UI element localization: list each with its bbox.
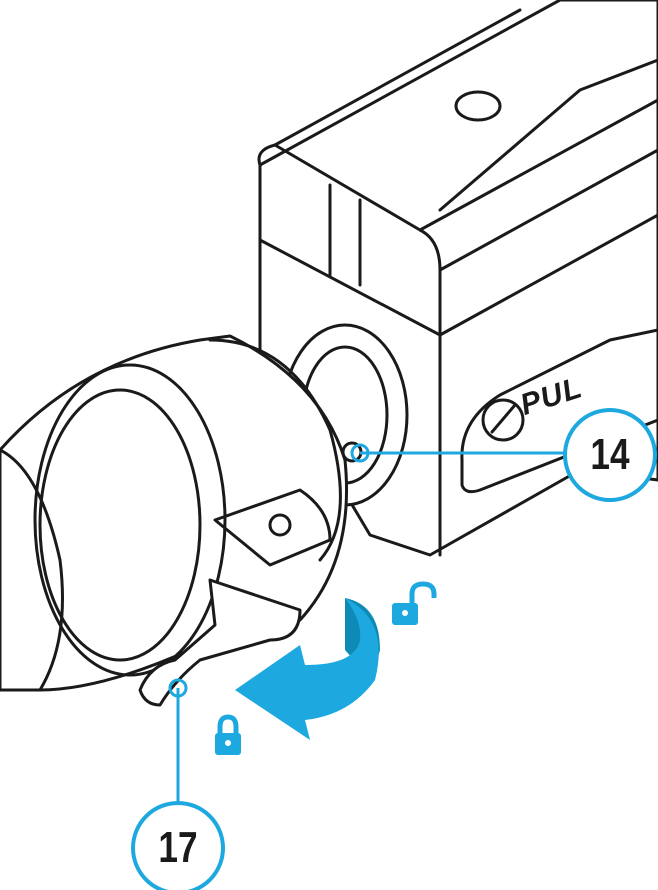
callout-14-circle	[563, 408, 657, 502]
callout-14-label: 14	[590, 430, 630, 479]
lock-icon	[215, 714, 241, 755]
lens-tube	[0, 334, 349, 707]
rotate-arrow-icon	[235, 598, 380, 740]
callout-17-circle	[131, 801, 225, 890]
callout-17-label: 17	[158, 823, 198, 872]
unlock-icon	[392, 581, 437, 625]
